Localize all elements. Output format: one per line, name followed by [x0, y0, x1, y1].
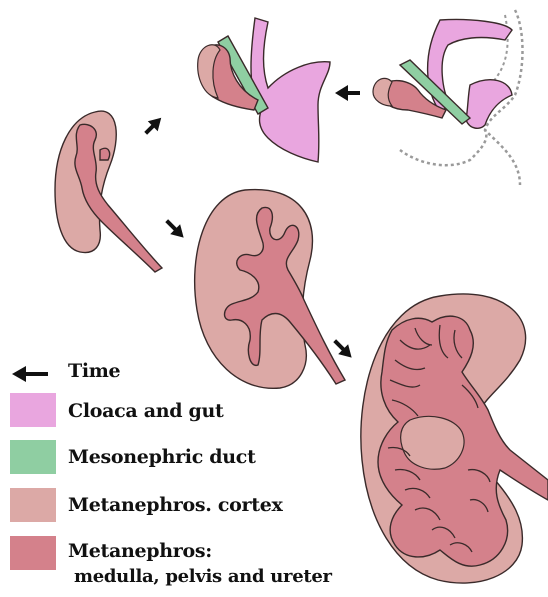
stage-1-figure — [373, 10, 523, 185]
stage-4-figure — [195, 190, 345, 389]
arrow-icon — [141, 113, 166, 138]
stage-5-renal-pelvis — [401, 416, 464, 469]
stage-1-blastema — [373, 78, 392, 106]
legend-label-medulla: Metanephros: — [68, 540, 212, 562]
legend-sublabel-medulla: medulla, pelvis and ureter — [74, 566, 332, 587]
legend-label-mesonephric: Mesonephric duct — [68, 446, 256, 468]
stage-2-cloaca — [251, 18, 330, 162]
legend-swatch-mesonephric — [10, 440, 56, 474]
stage-5-figure — [361, 294, 548, 583]
legend-swatch-cloaca — [10, 393, 56, 427]
arrow-icon — [330, 336, 357, 363]
arrow-left-icon — [12, 366, 48, 382]
stage-3-figure — [55, 111, 162, 272]
stage-2-figure — [198, 18, 330, 162]
legend-label-cloaca: Cloaca and gut — [68, 400, 224, 422]
legend-time-label: Time — [68, 360, 120, 382]
arrow-icon — [162, 216, 189, 243]
legend-swatch-medulla — [10, 536, 56, 570]
legend-label-cortex: Metanephros. cortex — [68, 494, 283, 516]
legend-swatch-cortex — [10, 488, 56, 522]
arrow-icon — [335, 85, 360, 101]
legend — [12, 366, 48, 382]
